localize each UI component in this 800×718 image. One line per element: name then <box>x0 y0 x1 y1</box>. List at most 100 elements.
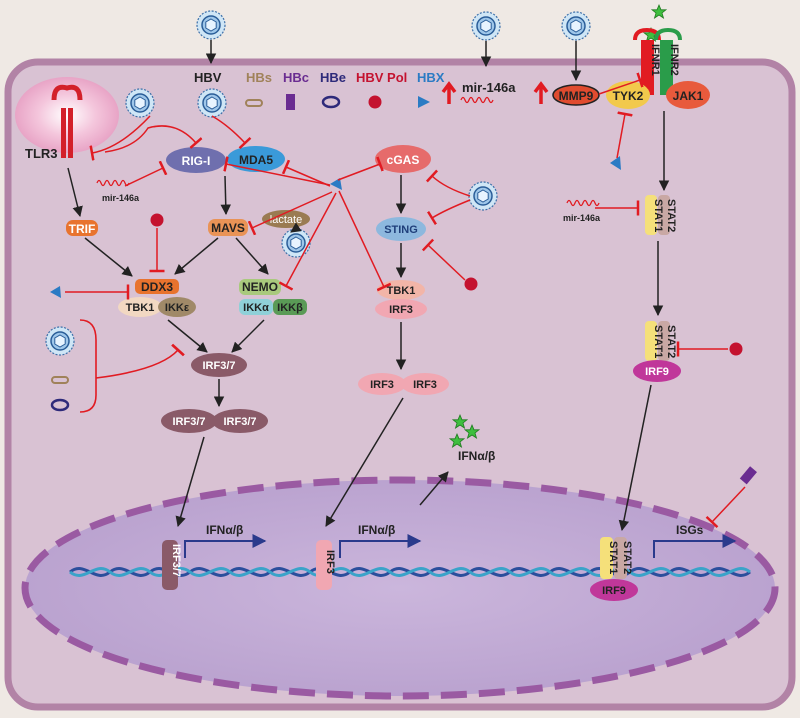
mir146a-top-label: mir-146a <box>462 80 516 95</box>
irf37-dna-bound <box>162 540 178 590</box>
up-arrow-icon <box>441 81 457 104</box>
jak1-node <box>666 81 710 109</box>
stat2-node-a <box>658 195 670 235</box>
hbv-virus-mir <box>471 11 501 41</box>
mavs-node <box>208 219 248 236</box>
ikka-node <box>239 299 273 315</box>
ifnr2-label: IFNR2 <box>668 44 680 76</box>
hbe-icon <box>321 95 341 109</box>
stat1-dna-label: STAT1 <box>607 541 619 574</box>
mmp9-label: MMP9 <box>559 89 594 103</box>
ifnab-label-2: IFNα/β <box>358 523 395 537</box>
nucleus <box>21 476 779 700</box>
stat2-dna-bound <box>614 537 627 579</box>
hbv-pol-icon <box>464 277 478 291</box>
hbs-icon <box>51 376 69 384</box>
irf3-dimer-b <box>401 373 449 395</box>
hbx-icon <box>330 178 342 190</box>
irf3-dna-label: IRF3 <box>324 550 336 574</box>
dna-strand <box>69 567 751 577</box>
trif-node <box>66 220 98 236</box>
irf9-node-b <box>633 360 681 382</box>
irf37-label: IRF3/7 <box>202 360 235 372</box>
stat1-label-b: STAT1 <box>652 325 664 358</box>
hbv-virus-irf <box>45 326 75 356</box>
ikkb-label: IKKβ <box>277 302 303 314</box>
nemo-label: NEMO <box>242 280 278 294</box>
hbv-virus-top <box>196 10 226 40</box>
irf37-dimer-a-label: IRF3/7 <box>172 416 205 428</box>
irf3-dimer-a-label: IRF3 <box>370 379 394 391</box>
hbv-virus-cgas <box>468 181 498 211</box>
ikke-label: IKKε <box>165 302 190 314</box>
inhibition-lines <box>65 72 746 529</box>
hbv-virus-rigi <box>197 88 227 118</box>
activation-arrows <box>67 40 670 532</box>
hbv-pol-icon <box>729 342 743 356</box>
tbk1-label: TBK1 <box>126 302 155 314</box>
stat2-node-b <box>658 321 670 361</box>
ikke-node <box>158 297 196 317</box>
irf37-dna-label: IRF3/7 <box>170 544 182 577</box>
transcription-arrow-ifn-2 <box>339 534 422 558</box>
hbv-virus-mmp9 <box>561 11 591 41</box>
mir146a-right-label: mir-146a <box>563 213 601 223</box>
ifnr2-cap <box>654 27 682 41</box>
tlr3-endosome <box>15 77 119 153</box>
hbc-icon <box>739 466 757 485</box>
sting-label: STING <box>384 224 418 236</box>
legend-hbv-pol: HBV Pol <box>356 70 407 85</box>
mir146a-left-label: mir-146a <box>102 193 140 203</box>
mda5-node <box>227 146 285 172</box>
ddx3-label: DDX3 <box>141 280 173 294</box>
stat1-node-b <box>645 321 657 361</box>
hbv-bracket <box>79 319 97 413</box>
legend-hbx: HBX <box>417 70 445 85</box>
ifnab-label-1: IFNα/β <box>206 523 243 537</box>
ikka-label: IKKα <box>243 302 269 314</box>
stat2-label-b: STAT2 <box>665 325 677 358</box>
irf9-label-b: IRF9 <box>645 366 669 378</box>
hbv-virus-tlr <box>125 88 155 118</box>
hbx-icon <box>50 286 61 298</box>
isgs-label: ISGs <box>676 523 704 537</box>
legend-hbs: HBs <box>246 70 272 85</box>
hbv-pol-icon <box>150 213 164 227</box>
irf9-dna-bound <box>590 579 638 601</box>
tyk2-label: TYK2 <box>613 89 644 103</box>
irf37-dimer-b-label: IRF3/7 <box>223 416 256 428</box>
lactate-label: lactate <box>270 214 302 226</box>
tbk1-node <box>118 297 162 317</box>
stat1-dna-bound <box>600 537 613 579</box>
hbe-icon <box>50 398 70 412</box>
transcription-arrow-ifn-1 <box>184 534 267 558</box>
mda5-label: MDA5 <box>239 153 273 167</box>
tbk1-sting-label: TBK1 <box>387 285 416 297</box>
tlr3-receptor <box>51 84 83 158</box>
up-arrow-icon <box>533 81 549 104</box>
cgas-label: cGAS <box>387 153 420 167</box>
ddx3-node <box>135 279 179 294</box>
rigi-node <box>166 147 226 173</box>
rigi-label: RIG-I <box>182 154 211 168</box>
irf3-dimer-b-label: IRF3 <box>413 379 437 391</box>
trif-label: TRIF <box>69 222 96 236</box>
irf9-dna-label: IRF9 <box>602 585 626 597</box>
legend-hbe: HBe <box>320 70 346 85</box>
ifnr1-node <box>641 40 654 95</box>
hbv-virus-mavs <box>281 228 311 258</box>
legend-hbv: HBV <box>194 70 222 85</box>
tlr3-label: TLR3 <box>25 146 58 161</box>
irf3-sting-label: IRF3 <box>389 304 413 316</box>
hbv-pol-icon <box>368 95 382 109</box>
hbs-icon <box>245 99 263 107</box>
hbc-icon <box>286 94 295 110</box>
bracket-inhibit-line <box>95 343 185 379</box>
stat2-label-a: STAT2 <box>665 199 677 232</box>
ifn-star-icon <box>651 4 667 19</box>
hbx-icon <box>610 156 621 170</box>
sting-node <box>376 217 426 241</box>
legend-hbc: HBc <box>283 70 309 85</box>
ifnr1-label: IFNR1 <box>649 44 661 76</box>
